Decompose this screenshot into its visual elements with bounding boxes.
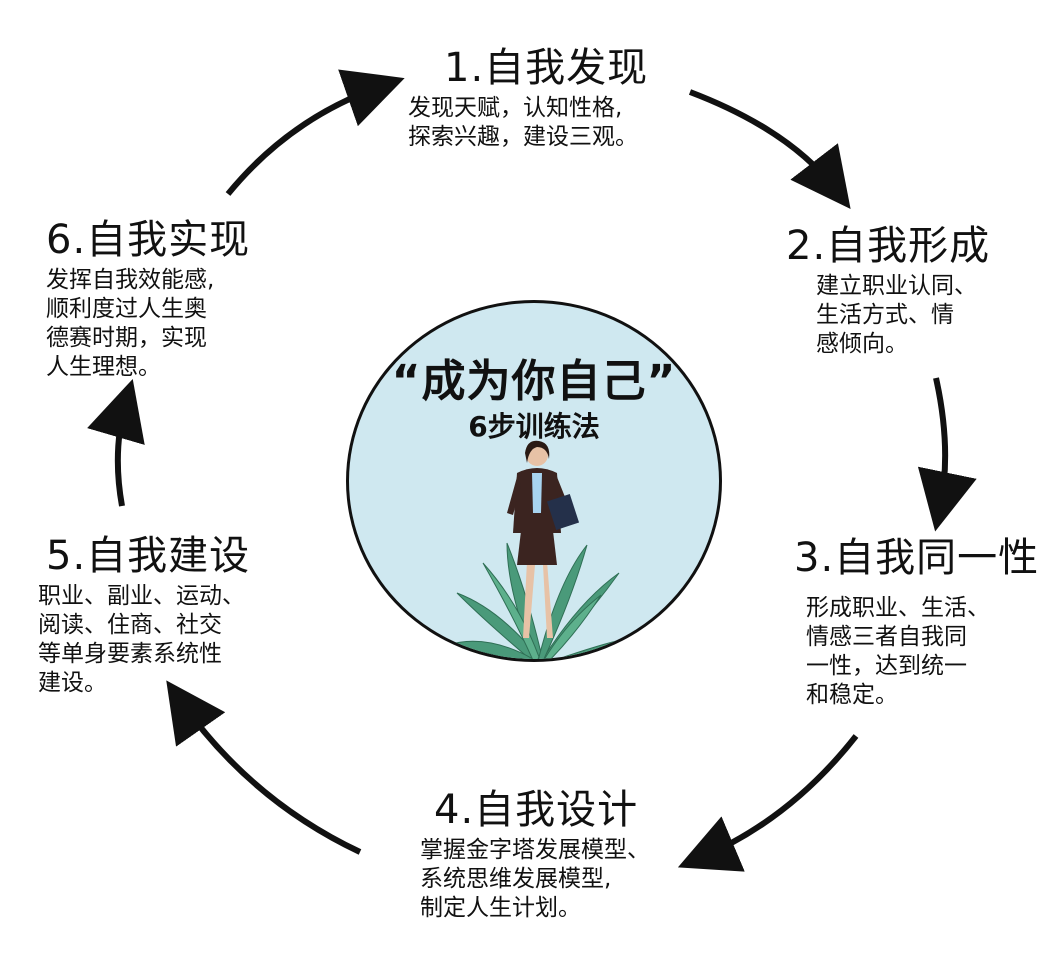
step-5-desc: 职业、副业、运动、 阅读、住商、社交 等单身要素系统性 建设。 (38, 582, 250, 698)
step-2-desc: 建立职业认同、 生活方式、情 感倾向。 (816, 272, 990, 359)
step-2: 2.自我形成 建立职业认同、 生活方式、情 感倾向。 (786, 222, 990, 359)
step-6-title: 6.自我实现 (46, 217, 251, 263)
center-title: “成为你自己” (391, 356, 677, 407)
skirt (517, 531, 557, 565)
step-6-line-3: 德赛时期，实现 (46, 325, 207, 351)
step-2-line-1: 建立职业认同、 (816, 273, 977, 299)
step-1-line-1: 发现天赋，认知性格, (408, 95, 623, 121)
step-4-line-3: 制定人生计划。 (420, 895, 581, 921)
step-6-line-1: 发挥自我效能感, (46, 267, 215, 293)
step-2-line-3: 感倾向。 (816, 331, 908, 357)
center-subtitle: 6步训练法 (468, 410, 600, 443)
center-circle: “成为你自己” 6步训练法 (346, 300, 722, 662)
step-6-line-4: 人生理想。 (46, 354, 161, 380)
arrow-3-to-4-icon (677, 734, 859, 872)
step-3-line-3: 一性，达到统一 (806, 653, 967, 679)
step-3-line-1: 形成职业、生活、 (806, 595, 990, 621)
step-2-title: 2.自我形成 (786, 223, 991, 269)
step-5-line-4: 建设。 (38, 670, 107, 696)
step-3-title: 3.自我同一性 (794, 535, 1040, 581)
step-5-line-3: 等单身要素系统性 (38, 641, 222, 667)
step-1-line-2: 探索兴趣，建设三观。 (408, 124, 638, 150)
step-3: 3.自我同一性 形成职业、生活、 情感三者自我同 一性，达到统一 和稳定。 (794, 534, 1039, 710)
arrow-5-to-6-icon (87, 378, 145, 507)
woman-with-plant-illustration (447, 440, 626, 659)
step-1-desc: 发现天赋，认知性格, 探索兴趣，建设三观。 (408, 94, 648, 152)
folder (546, 494, 580, 530)
arrow-2-to-3-icon (917, 377, 977, 532)
step-4-desc: 掌握金字塔发展模型、 系统思维发展模型, 制定人生计划。 (420, 836, 650, 923)
arms (507, 477, 569, 515)
step-5-line-2: 阅读、住商、社交 (38, 612, 222, 638)
step-1: 1.自我发现 发现天赋，认知性格, 探索兴趣，建设三观。 (408, 44, 648, 152)
step-1-title: 1.自我发现 (444, 45, 649, 91)
arrow-1-to-2-icon (688, 89, 851, 210)
step-4-line-1: 掌握金字塔发展模型、 (420, 837, 650, 863)
hair (525, 440, 550, 463)
step-4-title: 4.自我设计 (434, 787, 639, 833)
step-5-line-1: 职业、副业、运动、 (38, 583, 245, 609)
step-3-line-2: 情感三者自我同 (806, 624, 967, 650)
step-5-title: 5.自我建设 (46, 533, 251, 579)
arrow-4-to-5-icon (166, 680, 362, 855)
step-5: 5.自我建设 职业、副业、运动、 阅读、住商、社交 等单身要素系统性 建设。 (38, 532, 250, 698)
shirt (532, 473, 542, 513)
step-4: 4.自我设计 掌握金字塔发展模型、 系统思维发展模型, 制定人生计划。 (420, 786, 650, 923)
step-6-line-2: 顺利度过人生奥 (46, 296, 207, 322)
step-4-line-2: 系统思维发展模型, (420, 866, 612, 892)
arrow-6-to-1-icon (225, 69, 405, 196)
legs (523, 561, 553, 638)
step-3-desc: 形成职业、生活、 情感三者自我同 一性，达到统一 和稳定。 (806, 594, 1039, 710)
step-3-line-4: 和稳定。 (806, 682, 898, 708)
step-6: 6.自我实现 发挥自我效能感, 顺利度过人生奥 德赛时期，实现 人生理想。 (46, 216, 250, 382)
step-2-line-2: 生活方式、情 (816, 302, 954, 328)
step-6-desc: 发挥自我效能感, 顺利度过人生奥 德赛时期，实现 人生理想。 (46, 266, 250, 382)
